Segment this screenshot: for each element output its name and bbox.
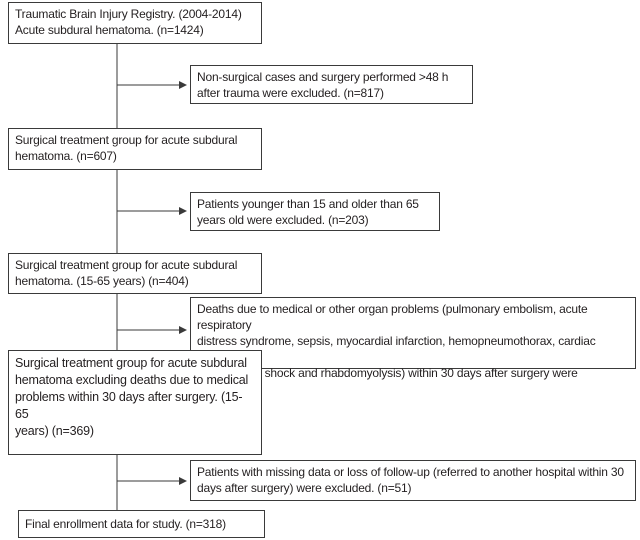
deaths-excluded-line-2: hematoma excluding deaths due to medical — [15, 373, 249, 387]
surgical-group-line-1: Surgical treatment group for acute subdu… — [15, 133, 238, 147]
registry-line-2: Acute subdural hematoma. (n=1424) — [15, 23, 204, 37]
final-enrollment-text: Final enrollment data for study. (n=318) — [25, 517, 226, 531]
exclusion-3-line-1: Deaths due to medical or other organ pro… — [197, 302, 588, 332]
deaths-excluded-group-box: Surgical treatment group for acute subdu… — [8, 350, 262, 455]
surgical-group-box: Surgical treatment group for acute subdu… — [8, 128, 262, 170]
exclusion-box-age: Patients younger than 15 and older than … — [190, 192, 440, 231]
exclusion-1-line-1: Non-surgical cases and surgery performed… — [197, 70, 449, 84]
deaths-excluded-line-4: years) (n=369) — [15, 424, 94, 438]
registry-box: Traumatic Brain Injury Registry. (2004-2… — [8, 2, 262, 44]
age-filtered-line-1: Surgical treatment group for acute subdu… — [15, 258, 238, 272]
surgical-group-line-2: hematoma. (n=607) — [15, 149, 117, 163]
exclusion-1-line-2: after trauma were excluded. (n=817) — [197, 86, 384, 100]
age-filtered-line-2: hematoma. (15-65 years) (n=404) — [15, 274, 189, 288]
registry-line-1: Traumatic Brain Injury Registry. (2004-2… — [15, 7, 242, 21]
deaths-excluded-line-1: Surgical treatment group for acute subdu… — [15, 356, 247, 370]
exclusion-4-line-2: days after surgery) were excluded. (n=51… — [197, 481, 412, 495]
deaths-excluded-line-3: problems within 30 days after surgery. (… — [15, 390, 243, 421]
exclusion-2-line-2: years old were excluded. (n=203) — [197, 213, 369, 227]
exclusion-2-line-1: Patients younger than 15 and older than … — [197, 197, 419, 211]
final-enrollment-box: Final enrollment data for study. (n=318) — [18, 510, 265, 538]
exclusion-box-non-surgical: Non-surgical cases and surgery performed… — [190, 65, 473, 104]
exclusion-box-missing-data: Patients with missing data or loss of fo… — [190, 460, 636, 501]
age-filtered-group-box: Surgical treatment group for acute subdu… — [8, 253, 262, 294]
exclusion-4-line-1: Patients with missing data or loss of fo… — [197, 465, 624, 479]
